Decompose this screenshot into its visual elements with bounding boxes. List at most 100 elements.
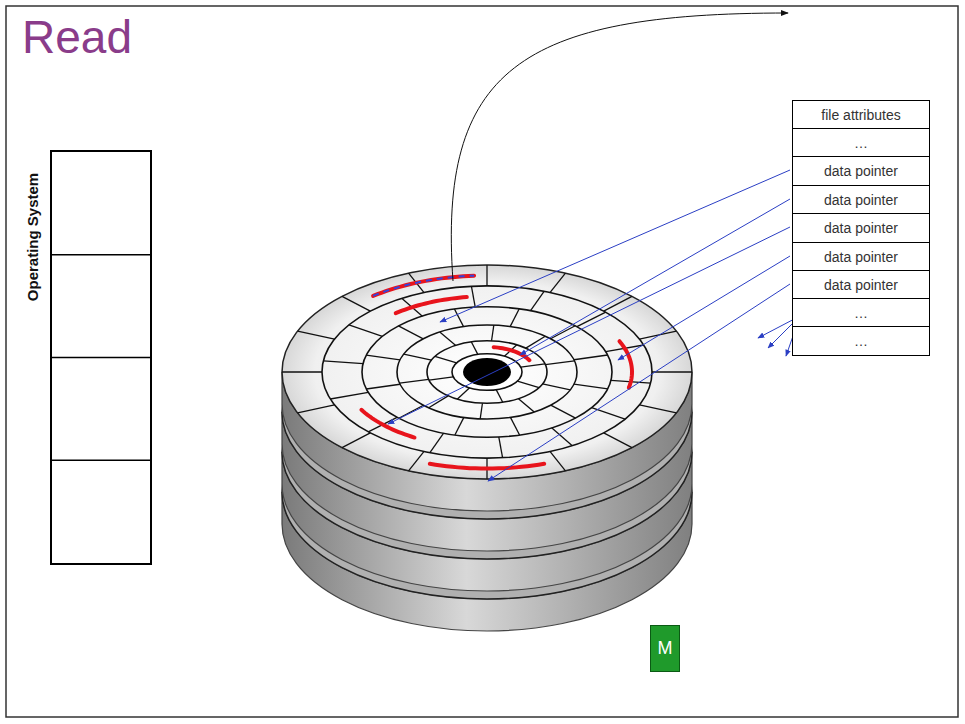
- sector-line: [574, 384, 608, 389]
- os-label: Operating System: [24, 173, 41, 301]
- sector-line: [499, 437, 503, 458]
- inode-field: …: [854, 135, 868, 151]
- slide-frame: [6, 6, 958, 717]
- sector-line: [323, 361, 363, 364]
- sector-line: [517, 381, 539, 387]
- inode-field: data pointer: [824, 277, 898, 293]
- sector-line: [440, 332, 456, 345]
- sector-line: [409, 452, 424, 471]
- sector-line: [518, 399, 534, 412]
- os-memory-box: Operating System: [50, 150, 152, 565]
- sector-line: [574, 355, 608, 360]
- sector-line: [639, 331, 676, 339]
- data-blocks: [361, 276, 632, 469]
- sector-line: [471, 286, 475, 307]
- data-block: [430, 464, 544, 469]
- sector-line: [454, 309, 463, 327]
- platter-top: [282, 265, 692, 479]
- sector-line: [330, 392, 368, 399]
- inode-field: file attributes: [821, 107, 900, 123]
- inode-row: data pointer: [792, 242, 930, 272]
- sector-line: [551, 405, 576, 418]
- sector-line: [342, 296, 370, 311]
- partition-line: [52, 357, 150, 359]
- inode-row: data pointer: [792, 270, 930, 300]
- inode-field: data pointer: [824, 249, 898, 265]
- memory-block: M: [650, 625, 680, 672]
- pointer-line: [618, 256, 790, 360]
- inode-field: data pointer: [824, 163, 898, 179]
- sector-line: [551, 326, 576, 339]
- sector-line: [430, 433, 444, 453]
- sector-line: [510, 417, 519, 435]
- slide-title: Read: [22, 10, 132, 64]
- sector-line: [521, 364, 545, 367]
- sector-line: [552, 428, 573, 446]
- attribute-arrow: [451, 13, 788, 281]
- data-block: [619, 341, 632, 388]
- data-block: [373, 276, 474, 296]
- track-ring: [397, 325, 577, 419]
- memory-label: M: [658, 638, 673, 659]
- sector-line: [398, 326, 423, 339]
- sector-line: [298, 405, 335, 413]
- track-ring: [362, 307, 612, 437]
- sector-line: [550, 273, 565, 292]
- sector-line: [592, 408, 625, 419]
- sector-line: [471, 342, 478, 355]
- spindle: [463, 358, 511, 386]
- sector-line: [298, 331, 335, 339]
- platter-stack: [282, 265, 692, 631]
- inode-row: data pointer: [792, 213, 930, 243]
- sector-line: [349, 325, 382, 336]
- pointer-line: [388, 227, 790, 424]
- sector-line: [530, 291, 544, 311]
- sector-line: [366, 384, 400, 389]
- sector-line: [550, 452, 565, 471]
- sector-line: [400, 379, 429, 383]
- pointer-line: [520, 199, 790, 355]
- inode-row: …: [792, 326, 930, 356]
- sector-line: [545, 361, 574, 365]
- sector-line: [486, 265, 487, 286]
- sector-line: [542, 384, 570, 390]
- inode-row: …: [792, 128, 930, 158]
- sector-line: [435, 356, 457, 362]
- sector-line: [455, 417, 464, 435]
- data-block: [396, 297, 467, 313]
- sector-line: [342, 433, 370, 448]
- sector-line: [429, 396, 448, 408]
- sector-line: [366, 355, 400, 360]
- inode-field: …: [854, 305, 868, 321]
- pointer-line: [440, 170, 790, 322]
- track-rings: [282, 265, 692, 479]
- data-block: [494, 347, 530, 360]
- sector-line: [399, 405, 424, 418]
- pointer-line: [488, 284, 790, 481]
- pointer-lines: [388, 13, 800, 481]
- track-ring: [452, 354, 522, 391]
- sector-line: [492, 325, 494, 341]
- track-ring: [322, 286, 652, 458]
- sector-line: [604, 433, 632, 448]
- attribute-block: [373, 276, 474, 296]
- partition-line: [52, 460, 150, 462]
- inode-field: data pointer: [824, 192, 898, 208]
- partition-line: [52, 254, 150, 256]
- sector-line: [429, 377, 453, 380]
- sector-line: [510, 309, 519, 327]
- inode-field: data pointer: [824, 220, 898, 236]
- sector-line: [404, 354, 432, 360]
- inode-row: data pointer: [792, 156, 930, 186]
- sector-line: [639, 405, 676, 413]
- memory-partition: [52, 152, 150, 563]
- inode-row: data pointer: [792, 185, 930, 215]
- inode-row: …: [792, 298, 930, 328]
- inode-field: …: [854, 333, 868, 349]
- sector-line: [480, 403, 482, 419]
- sector-line: [652, 371, 692, 372]
- inode-row: file attributes: [792, 100, 930, 130]
- sector-line: [496, 390, 503, 403]
- sector-line: [282, 371, 322, 372]
